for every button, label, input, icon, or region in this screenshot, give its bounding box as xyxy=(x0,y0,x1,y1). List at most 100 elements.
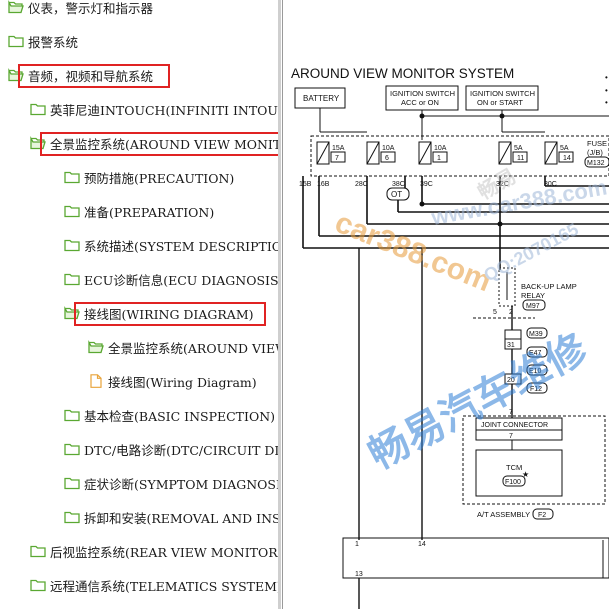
tree-item[interactable]: 仪表，警示灯和指示器 xyxy=(8,0,153,19)
tree-item-label: DTC/电路诊断(DTC/CIRCUIT DIAGNOSIS) xyxy=(84,442,278,458)
pin-20: 20 xyxy=(507,377,515,384)
fuse-number: 6 xyxy=(385,155,389,162)
folder-open-icon xyxy=(8,0,24,14)
conn-f12: F12 xyxy=(530,386,542,393)
wiring-diagram-svg: AROUND VIEW MONITOR SYSTEM BATTERY IGNIT… xyxy=(291,66,609,609)
tree-item[interactable]: 准备(PREPARATION) xyxy=(64,199,214,223)
tree-item[interactable]: 拆卸和安装(REMOVAL AND INSTALLATION) xyxy=(64,505,278,529)
fuse-amp: 5A xyxy=(514,145,523,152)
tree-item-label: 后视监控系统(REAR VIEW MONITOR SYSTEM) xyxy=(50,544,278,560)
tree-item[interactable]: ECU诊断信息(ECU DIAGNOSIS INFORMATION) xyxy=(64,267,278,291)
folder-icon xyxy=(64,239,80,252)
relay-conn: M97 xyxy=(526,303,540,310)
svg-text:★: ★ xyxy=(522,470,529,479)
connector-pin-label: 30C xyxy=(544,181,557,188)
fuse-conn: M132 xyxy=(587,160,605,167)
folder-icon xyxy=(8,35,24,48)
at-conn: F2 xyxy=(538,512,546,519)
tree-item[interactable]: 报警系统 xyxy=(8,29,78,53)
folder-icon xyxy=(64,511,80,524)
folder-icon xyxy=(30,579,46,592)
connector-pin-label: 16B xyxy=(317,181,330,188)
svg-text:•: • xyxy=(605,98,608,107)
fuse-element xyxy=(498,141,512,165)
tree-item[interactable]: 接线图(WIRING DIAGRAM) xyxy=(64,301,254,325)
bottom-pin-14: 14 xyxy=(418,541,426,548)
tree-item[interactable]: 英菲尼迪INTOUCH(INFINITI INTOUCH) xyxy=(30,97,278,121)
fuse-number-box xyxy=(558,151,574,163)
tree-item-label: 接线图(WIRING DIAGRAM) xyxy=(84,306,254,322)
joint-connector-label: JOINT CONNECTOR xyxy=(481,422,548,429)
folder-icon xyxy=(64,409,80,422)
tree-item[interactable]: 基本检查(BASIC INSPECTION) xyxy=(64,403,275,427)
pin-7b: 7 xyxy=(509,433,513,440)
tree-item[interactable]: 音频，视频和导航系统 xyxy=(8,63,153,87)
fuse-number: 14 xyxy=(563,155,571,162)
at-assembly-label: A/T ASSEMBLY xyxy=(477,510,530,519)
fuse-number: 7 xyxy=(335,155,339,162)
bottom-pin-1: 1 xyxy=(355,541,359,548)
fuse-amp: 10A xyxy=(434,145,447,152)
ign2-line2: ON or START xyxy=(477,98,523,107)
ign2-line1: IGNITION SWITCH xyxy=(470,89,535,98)
bottom-pin-13: 13 xyxy=(355,571,363,578)
fuse-number-box xyxy=(432,151,448,163)
tree-item-label: 全景监控系统(AROUND VIEW MONITOR SYSTEM) xyxy=(50,136,278,152)
tree-item[interactable]: 全景监控系统(AROUND VIEW MONITOR SYSTEM) xyxy=(30,131,278,155)
fuse-amp: 15A xyxy=(332,145,345,152)
fuse-element xyxy=(544,141,558,165)
watermark-qq: QQ:2070165 xyxy=(480,219,581,286)
battery-label: BATTERY xyxy=(303,94,340,103)
folder-icon xyxy=(64,443,80,456)
document-icon xyxy=(90,374,102,388)
folder-open-icon xyxy=(64,306,80,320)
tree-item[interactable]: 系统描述(SYSTEM DESCRIPTION) xyxy=(64,233,278,257)
fuse-amp: 10A xyxy=(382,145,395,152)
fuse-number: 11 xyxy=(517,155,524,162)
connector-pin-label: 38C xyxy=(392,181,405,188)
conn-m39: M39 xyxy=(529,331,543,338)
folder-icon xyxy=(30,545,46,558)
splitter-line xyxy=(282,0,283,609)
fuse-number-box xyxy=(512,151,528,163)
tree-item[interactable]: 全景监控系统(AROUND VIEW MONITOR SYSTEM) xyxy=(88,335,278,359)
tcm-conn: F100 xyxy=(505,479,521,486)
tree-item-label: 拆卸和安装(REMOVAL AND INSTALLATION) xyxy=(84,510,278,526)
tree-item-label: 英菲尼迪INTOUCH(INFINITI INTOUCH) xyxy=(50,102,278,118)
folder-icon xyxy=(64,477,80,490)
relay-line1: BACK-UP LAMP xyxy=(521,282,577,291)
splitter-handle[interactable] xyxy=(278,0,281,609)
tree-item[interactable]: DTC/电路诊断(DTC/CIRCUIT DIAGNOSIS) xyxy=(64,437,278,461)
connector-pin-label: 28C xyxy=(355,181,368,188)
folder-icon xyxy=(64,171,80,184)
svg-text:•: • xyxy=(605,73,608,82)
tree-item[interactable]: 预防措施(PRECAUTION) xyxy=(64,165,234,189)
document-tree: 仪表，警示灯和指示器报警系统音频，视频和导航系统英菲尼迪INTOUCH(INFI… xyxy=(0,0,278,609)
fuse-number-box xyxy=(380,151,396,163)
tree-item[interactable]: 远程通信系统(TELEMATICS SYSTEM) xyxy=(30,573,278,597)
tree-item-label: 仪表，警示灯和指示器 xyxy=(28,0,154,16)
fuse-label2: (J/B) xyxy=(587,148,603,157)
pin-7a: 7 xyxy=(509,409,513,416)
fuse-amp: 5A xyxy=(560,145,569,152)
tree-item-label: 准备(PREPARATION) xyxy=(84,204,215,220)
tree-item-label: 系统描述(SYSTEM DESCRIPTION) xyxy=(84,238,278,254)
pin-31: 31 xyxy=(507,342,515,349)
tree-item-label: 症状诊断(SYMPTOM DIAGNOSIS) xyxy=(84,476,278,492)
tree-item-label: 接线图(Wiring Diagram) xyxy=(108,374,257,390)
tree-item[interactable]: 后视监控系统(REAR VIEW MONITOR SYSTEM) xyxy=(30,539,278,563)
tree-item-label: 音频，视频和导航系统 xyxy=(28,68,154,84)
tree-item-label: 全景监控系统(AROUND VIEW MONITOR SYSTEM) xyxy=(108,340,278,356)
relay-line2: RELAY xyxy=(521,291,545,300)
tree-item[interactable]: 症状诊断(SYMPTOM DIAGNOSIS) xyxy=(64,471,278,495)
folder-open-icon xyxy=(88,340,104,354)
folder-icon xyxy=(30,103,46,116)
diagram-title: AROUND VIEW MONITOR SYSTEM xyxy=(291,66,514,81)
tree-item[interactable]: 接线图(Wiring Diagram) xyxy=(88,369,257,393)
relay-pin-2: 2 xyxy=(509,309,513,316)
fuse-number: 1 xyxy=(437,155,441,162)
fuse-element xyxy=(366,141,380,165)
folder-icon xyxy=(64,273,80,286)
ign1-line1: IGNITION SWITCH xyxy=(390,89,455,98)
folder-open-icon xyxy=(30,136,46,150)
